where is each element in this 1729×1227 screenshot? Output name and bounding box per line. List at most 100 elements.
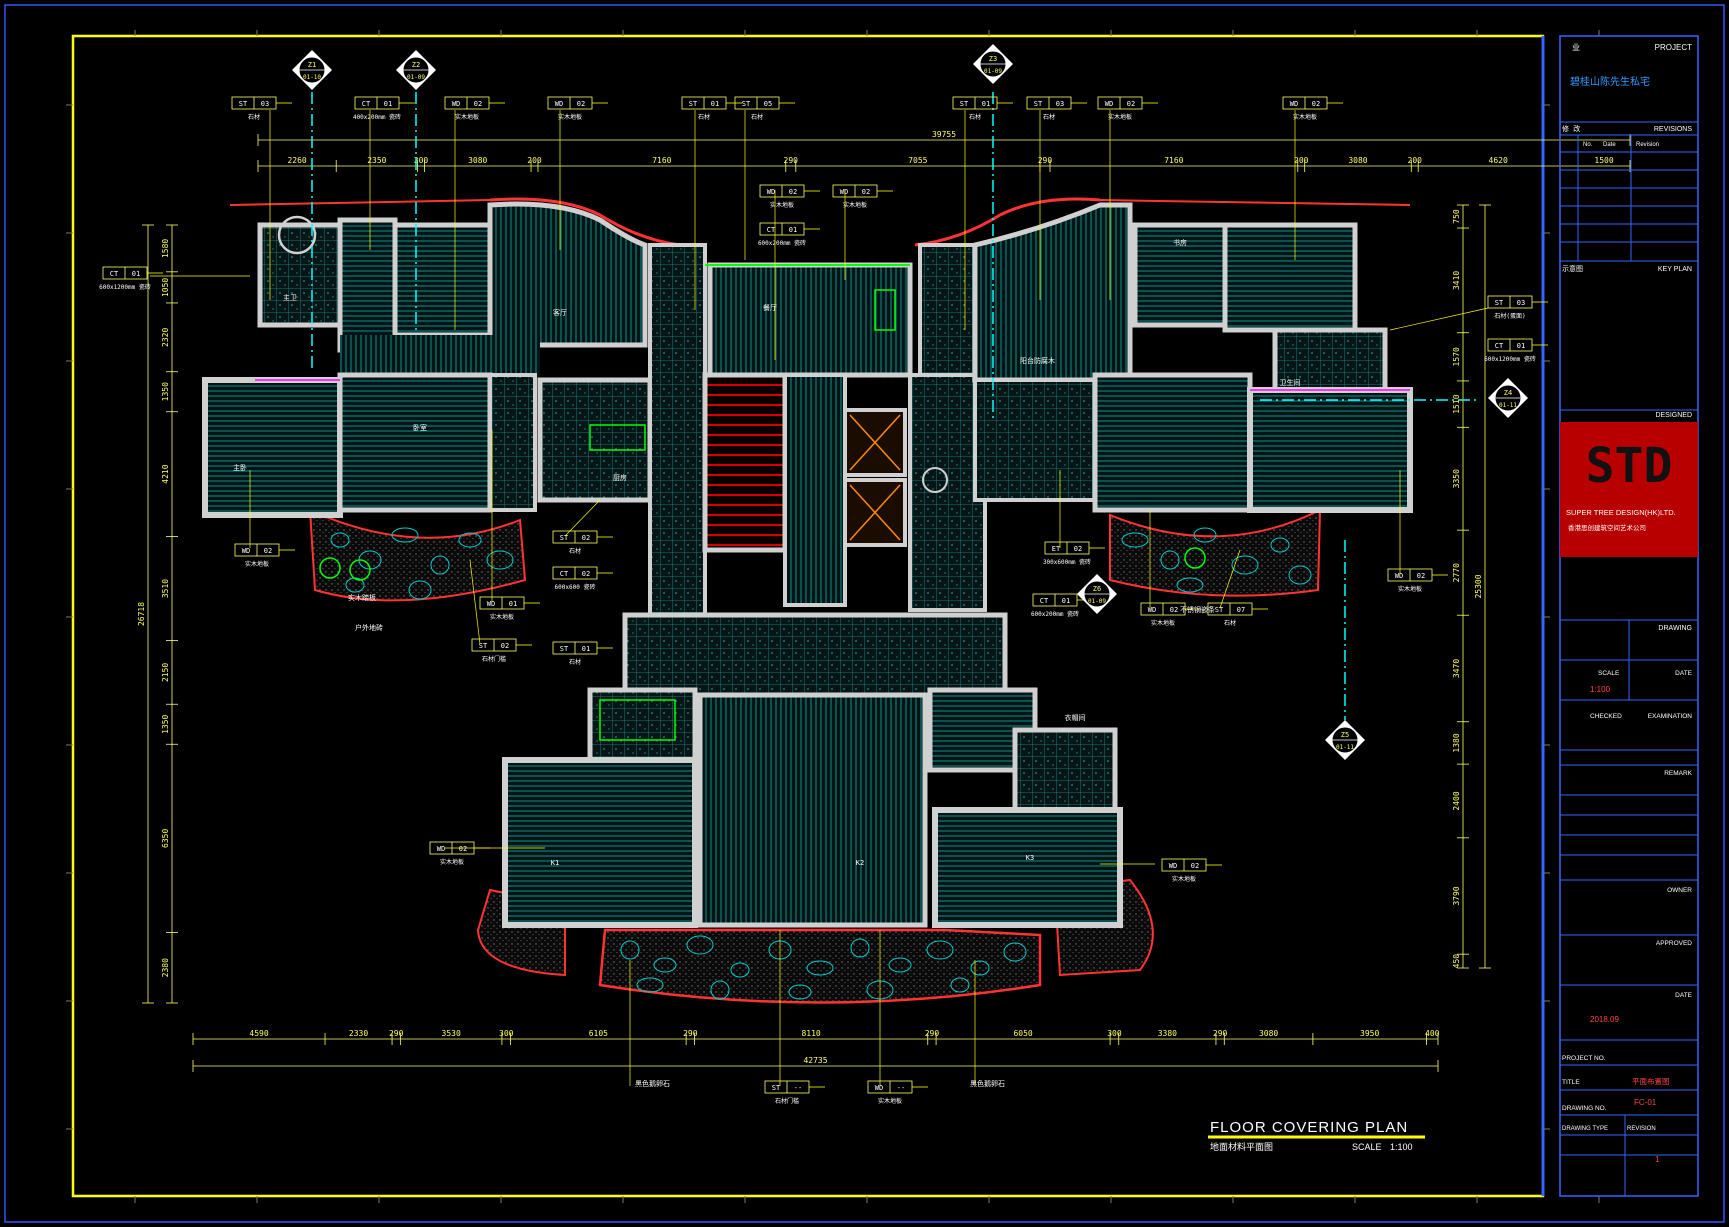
dim-label: 4590 xyxy=(249,1029,268,1038)
material-tag-note: 石材 xyxy=(1224,619,1236,627)
section-marker-ref: 01-09 xyxy=(407,74,425,81)
dim-label: 290 xyxy=(1038,156,1053,165)
material-tag-num: 01 xyxy=(1517,342,1525,350)
dim-label: 3530 xyxy=(442,1029,461,1038)
tb-scale-label: SCALE xyxy=(1598,670,1620,677)
material-tag-note: 石材 xyxy=(248,113,260,121)
pebble xyxy=(1270,537,1290,553)
material-tag-note: 实木地板 xyxy=(1172,875,1196,883)
room-k3 xyxy=(932,807,1123,928)
dim-label: 3080 xyxy=(1348,156,1367,165)
material-tag-num: 01 xyxy=(982,100,990,108)
room-bath-lower xyxy=(1012,727,1118,813)
tb-rev-col-date: Date xyxy=(1603,142,1616,148)
room-label: 厨房 xyxy=(613,473,627,482)
room-living-left-top xyxy=(487,201,648,348)
dim-label: 290 xyxy=(784,156,799,165)
section-marker-num: Z4 xyxy=(1504,389,1512,397)
material-tag-code: WD xyxy=(875,1084,883,1092)
room-bedroom-right-upper xyxy=(1222,222,1358,333)
room-label: 书房 xyxy=(1173,238,1187,247)
material-tag-num: 02 xyxy=(789,188,797,196)
section-marker-num: Z6 xyxy=(1093,585,1101,593)
room-label: 衣帽间 xyxy=(1065,713,1086,722)
lobby-center xyxy=(622,612,1008,698)
material-tag-note: 600x600 瓷砖 xyxy=(555,583,596,591)
tb-keyplan-right: KEY PLAN xyxy=(1658,266,1692,273)
annotation-text: 户外地砖 xyxy=(355,623,383,632)
material-tag-note: 实木地板 xyxy=(843,201,867,209)
title-block: 业 PROJECT 碧桂山陈先生私宅 修 改 REVISIONS No. Dat… xyxy=(1559,35,1699,1197)
material-tag-num: -- xyxy=(897,1084,905,1092)
dim-label: 1510 xyxy=(1452,394,1461,413)
tb-drawing-type-label: DRAWING TYPE xyxy=(1562,1126,1608,1132)
material-tag-note: 实木地板 xyxy=(490,613,514,621)
pebble xyxy=(788,984,812,1000)
dim-label: 400 xyxy=(1425,1029,1440,1038)
section-marker-ref: 01-09 xyxy=(984,68,1002,75)
tb-scale-value: 1:100 xyxy=(1590,685,1611,694)
dim-label: 200 xyxy=(1294,156,1309,165)
material-tag-note: 实木地板 xyxy=(1151,619,1175,627)
material-tag-note: 石材 xyxy=(969,113,981,121)
pebble xyxy=(1231,555,1259,575)
tb-project-no-label: PROJECT NO. xyxy=(1562,1055,1606,1062)
dim-label: 290 xyxy=(389,1029,404,1038)
bathtub-round-left xyxy=(277,215,317,255)
tb-drawing-label: DRAWING xyxy=(1658,625,1692,632)
dim-total-label: 25300 xyxy=(1474,574,1483,598)
shrub xyxy=(319,557,341,579)
material-tag-note: 石材 xyxy=(569,547,581,555)
section-marker-num: Z2 xyxy=(412,61,420,69)
kitchen-counter-lower xyxy=(599,699,676,741)
material-tag-code: ST xyxy=(960,100,969,108)
material-tag-num: 02 xyxy=(1417,572,1425,580)
material-tag-code: WD xyxy=(242,547,250,555)
dim-label: 1580 xyxy=(161,239,170,258)
drawing-scale-label: SCALE xyxy=(1352,1142,1382,1152)
material-tag-code: WD xyxy=(767,188,775,196)
dim-label: 450 xyxy=(1452,954,1461,969)
dim-label: 1050 xyxy=(161,278,170,297)
annotation-text: 黑色鹅卵石 xyxy=(970,1079,1005,1088)
pebble xyxy=(710,980,730,1000)
pebble xyxy=(888,957,912,973)
dim-label: 2320 xyxy=(161,328,170,347)
room-label: 主卧 xyxy=(233,463,247,472)
garden-bottom xyxy=(598,928,1042,1004)
pebble xyxy=(806,960,834,976)
dim-label: 2330 xyxy=(349,1029,368,1038)
tb-remark-label: REMARK xyxy=(1664,770,1692,777)
dim-label: 6350 xyxy=(161,829,170,848)
material-tag-code: WD xyxy=(487,600,495,608)
material-tag-note: 实木地板 xyxy=(1398,585,1422,593)
tb-title-label: TITLE xyxy=(1562,1079,1580,1086)
section-marker-num: Z5 xyxy=(1341,731,1349,739)
pebble xyxy=(458,532,482,548)
material-tag-code: ST xyxy=(689,100,698,108)
material-tag-note: 400x200mm 瓷砖 xyxy=(353,113,401,121)
shrub xyxy=(349,559,371,581)
material-tag-note: 实木地板 xyxy=(440,858,464,866)
dim-label: 8110 xyxy=(801,1029,820,1038)
sheet-grid-ticks xyxy=(66,30,1600,1203)
material-tag: ST--石材门槛 xyxy=(764,1080,825,1105)
tb-project-left: 业 xyxy=(1572,42,1580,52)
material-tag-note: 600x200mm 瓷砖 xyxy=(1031,610,1079,618)
room-label: 卫生间 xyxy=(1280,378,1301,387)
material-tag-code: WD xyxy=(1290,100,1298,108)
material-tag-code: ST xyxy=(772,1084,781,1092)
material-tag-note: 实木地板 xyxy=(245,560,269,568)
